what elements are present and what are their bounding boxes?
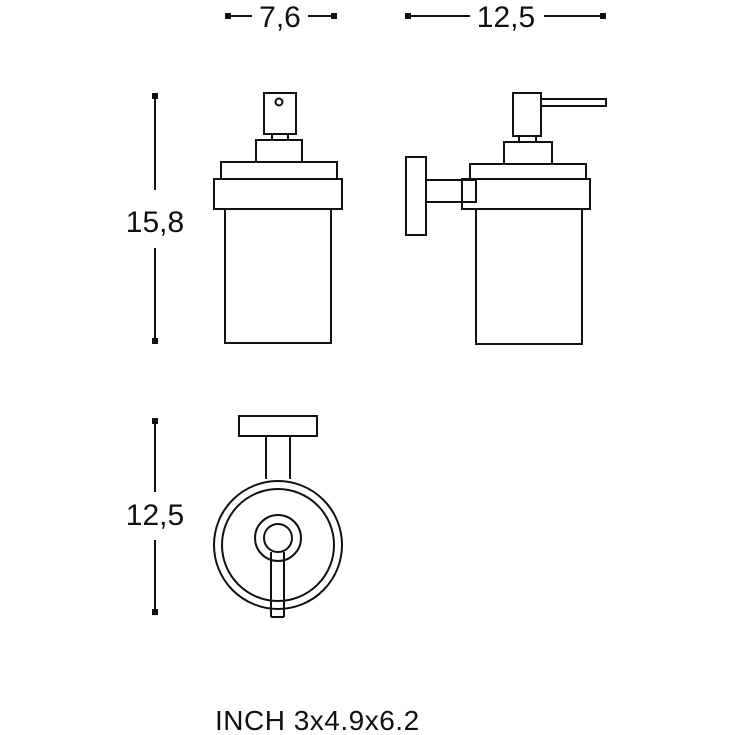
dimension-tick — [331, 13, 337, 19]
dimension-top-depth: 12,5 — [126, 418, 184, 615]
pump-top-outer — [254, 514, 302, 562]
holder-arm — [425, 179, 477, 203]
top-view — [213, 415, 343, 618]
lid — [220, 161, 338, 180]
dimension-label-height: 15,8 — [126, 206, 184, 239]
side-view — [405, 92, 607, 345]
dimension-label-side-depth: 12,5 — [477, 1, 535, 34]
nozzle-icon — [274, 97, 284, 107]
pump-spout — [540, 98, 607, 107]
pump-neck — [503, 141, 553, 165]
dimension-tick — [152, 609, 158, 615]
lid — [469, 163, 587, 180]
dimension-tick — [152, 338, 158, 344]
inch-dimensions-caption: INCH 3x4.9x6.2 — [215, 705, 420, 735]
dimension-side-depth: 12,5 — [405, 1, 606, 34]
wall-plate — [238, 415, 318, 437]
pump-head — [512, 92, 542, 137]
lid-circle — [221, 488, 335, 602]
front-view — [213, 92, 343, 344]
holder-ring-outer — [213, 480, 343, 610]
holder-ring — [461, 178, 591, 210]
dimension-height: 15,8 — [126, 93, 184, 344]
holder-ring — [213, 178, 343, 210]
pump-top-inner — [263, 523, 293, 553]
dimension-label-top-depth: 12,5 — [126, 499, 184, 532]
dimension-front-width: 7,6 — [225, 1, 337, 34]
wall-plate — [405, 156, 427, 236]
dimension-label-front-width: 7,6 — [259, 1, 301, 34]
glass-container — [475, 208, 583, 345]
glass-container — [224, 208, 332, 344]
dimension-tick — [600, 13, 606, 19]
pump-head — [263, 92, 297, 135]
pump-neck — [255, 139, 303, 163]
